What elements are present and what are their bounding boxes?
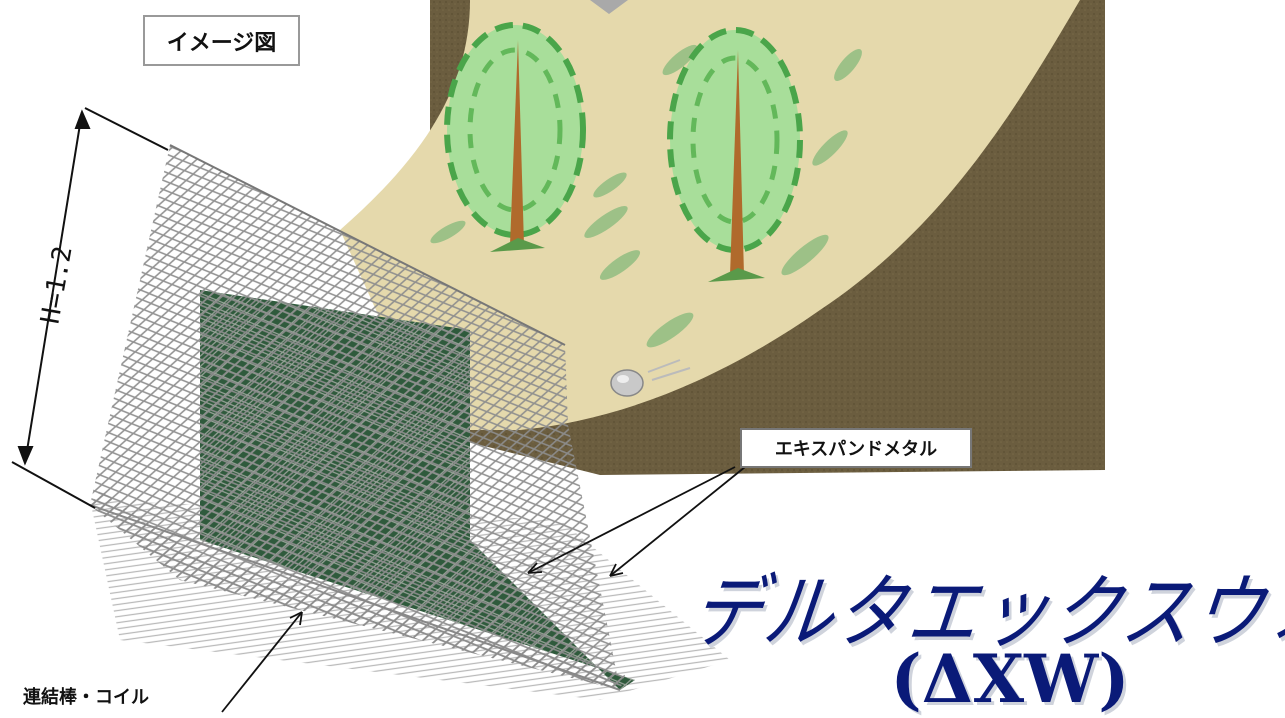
dimension-arrow-icon [11,107,169,509]
tree-icon [444,22,586,252]
connecting-rod-label: 連結棒・コイル [23,687,149,708]
tree-icon [667,27,803,282]
top-marker-icon [590,0,628,14]
image-label: イメージ図 [143,15,300,66]
wire-mesh-wall [89,144,625,691]
leader-arrow-icon [221,466,746,713]
expand-metal-label: エキスパンドメタル [740,428,972,468]
product-subtitle: (ΔXW) [890,640,1130,718]
rock-icon [610,359,691,397]
